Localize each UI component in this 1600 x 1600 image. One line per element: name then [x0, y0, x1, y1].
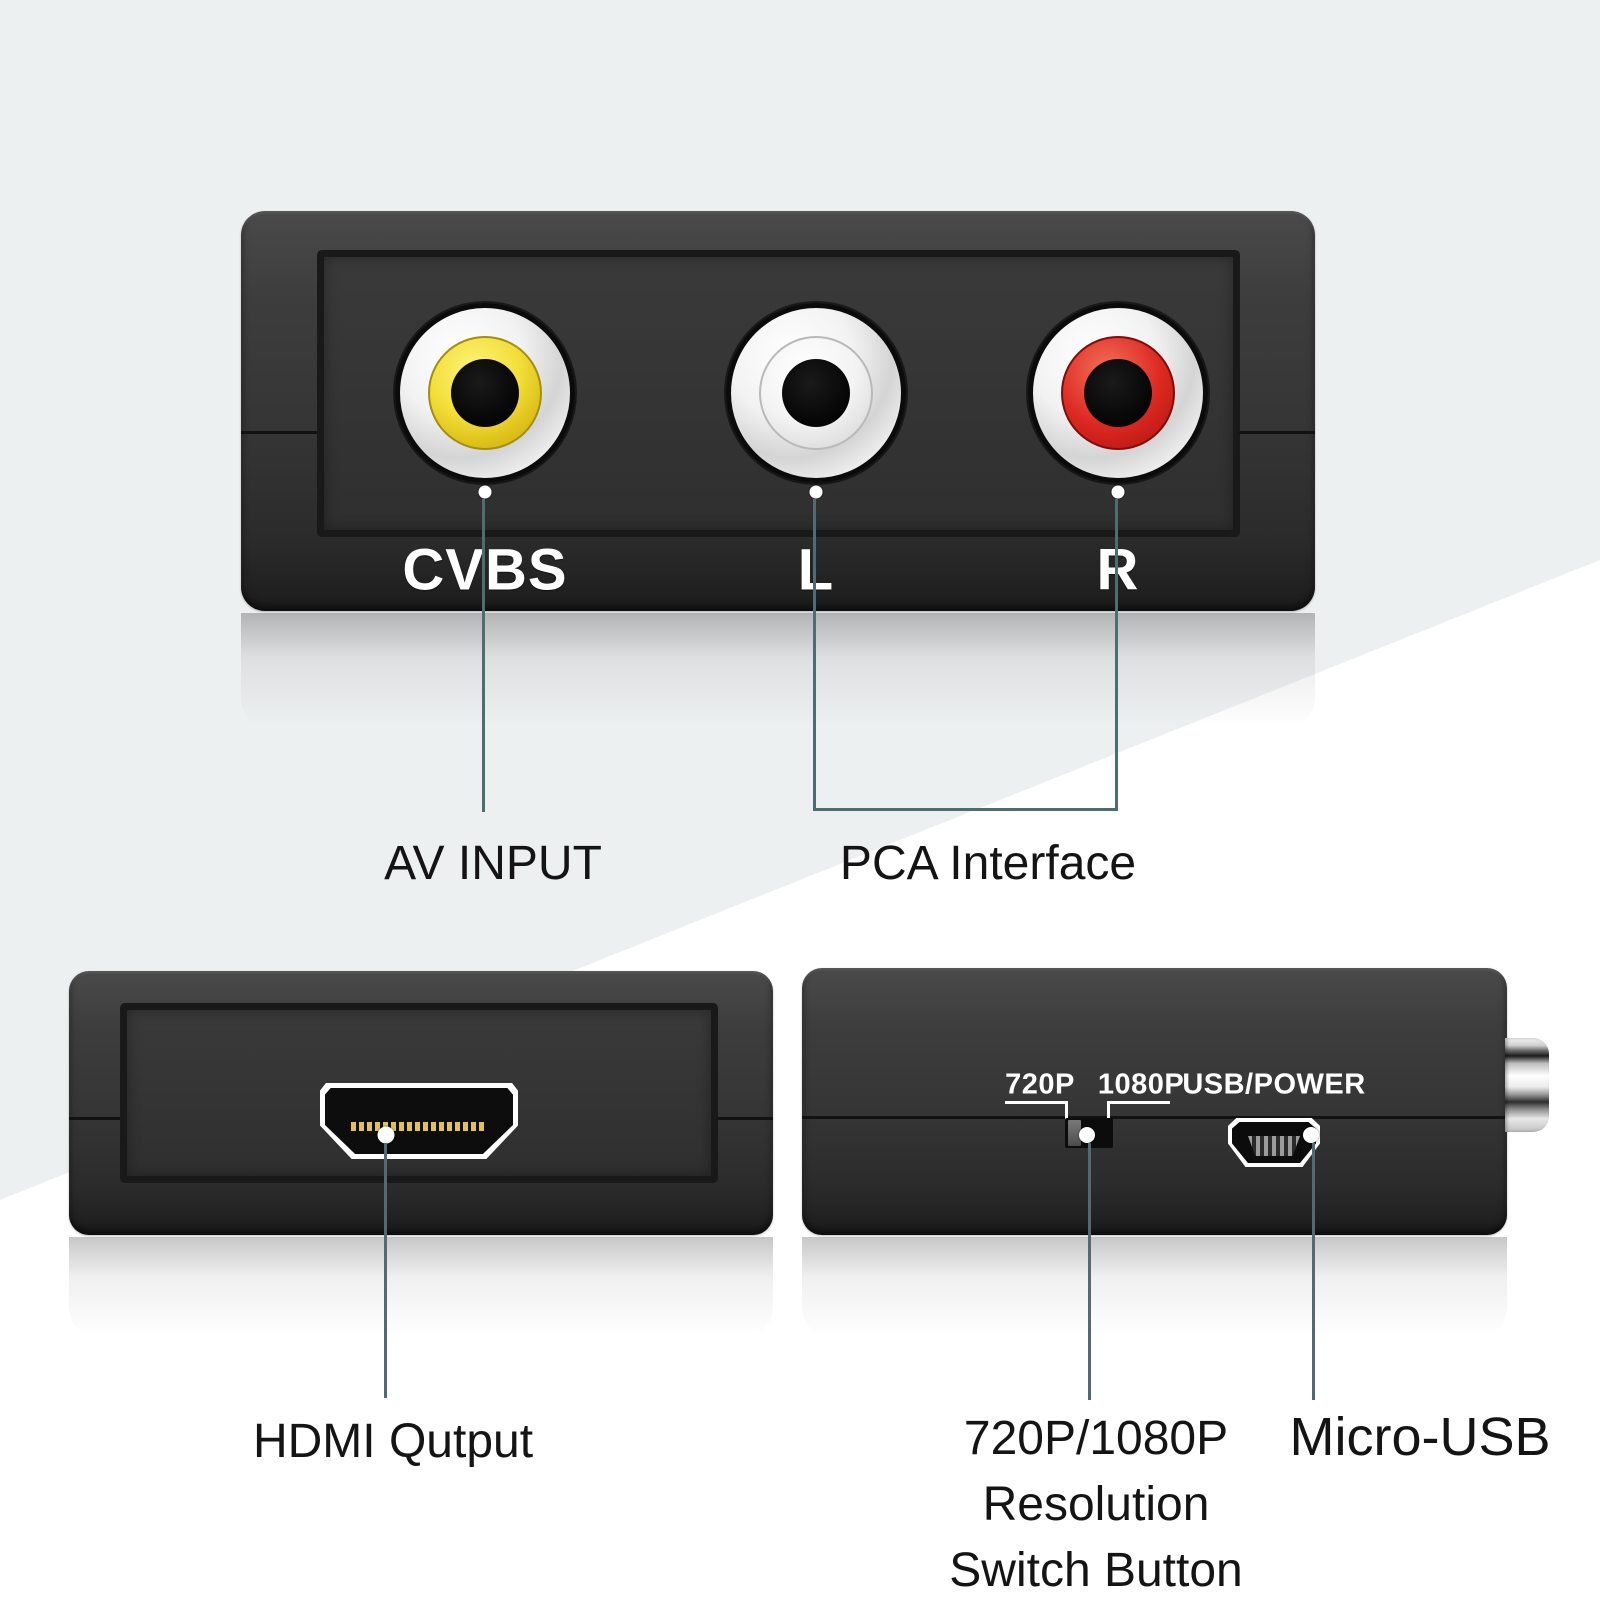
case-seam-left — [241, 431, 317, 434]
left-audio-callout-line — [813, 499, 816, 811]
1080p-underline — [1107, 1101, 1170, 1104]
hdmi-port — [320, 1083, 518, 1159]
mini-usb-cavity — [1232, 1122, 1316, 1163]
cvbs-callout-line — [482, 499, 485, 812]
cvbs-rca-jack — [395, 303, 575, 483]
pca-bracket-line — [813, 808, 1118, 811]
switch-1080p-label: 1080P — [1097, 1068, 1185, 1101]
resolution-switch-label-line1: 720P/1080P — [963, 1412, 1229, 1465]
av-input-label: AV INPUT — [384, 837, 602, 890]
usb-callout-line — [1312, 1143, 1315, 1400]
pca-interface-label: PCA Interface — [839, 837, 1137, 890]
case-seam-right — [1239, 431, 1315, 434]
cvbs-jack-hole — [451, 359, 519, 427]
resolution-switch-knob — [1068, 1120, 1081, 1146]
side-rca-plug — [1505, 1038, 1549, 1132]
right-audio-rca-jack — [1028, 303, 1208, 483]
right-audio-jack-hole — [1084, 359, 1152, 427]
right-audio-callout-dot — [1111, 485, 1125, 499]
hdmi-callout-dot — [377, 1126, 395, 1144]
mini-usb-port — [1228, 1118, 1320, 1167]
switch-callout-line — [1088, 1143, 1091, 1400]
right-audio-port-label: R — [1096, 537, 1140, 603]
bottom-left-reflection — [69, 1237, 773, 1337]
resolution-switch-label-line2: Resolution — [982, 1478, 1210, 1531]
mini-usb-pins — [1248, 1136, 1300, 1156]
1080p-pointer — [1107, 1101, 1110, 1120]
left-audio-jack-hole — [782, 359, 850, 427]
hdmi-output-device — [69, 971, 773, 1235]
case-seam-right — [718, 1117, 773, 1120]
hdmi-pins — [351, 1122, 487, 1131]
top-device-reflection — [241, 613, 1315, 728]
720p-underline — [1005, 1101, 1068, 1104]
case-seam-left — [69, 1117, 120, 1120]
bottom-right-reflection — [802, 1237, 1507, 1337]
hdmi-port-cavity — [325, 1088, 513, 1154]
cvbs-callout-dot — [478, 485, 492, 499]
hdmi-output-label: HDMI Qutput — [252, 1415, 534, 1468]
av-input-device: CVBS L R — [241, 211, 1315, 611]
usb-callout-dot — [1303, 1127, 1319, 1143]
hdmi-callout-line — [384, 1143, 387, 1398]
720p-pointer — [1065, 1101, 1068, 1120]
left-audio-port-label: L — [797, 537, 835, 603]
micro-usb-label: Micro-USB — [1289, 1407, 1551, 1467]
resolution-switch-label-line3: Switch Button — [949, 1544, 1243, 1597]
left-audio-rca-jack — [726, 303, 906, 483]
case-seam-full — [802, 1116, 1507, 1119]
left-audio-callout-dot — [809, 485, 823, 499]
usb-power-label: USB/POWER — [1182, 1068, 1366, 1101]
switch-callout-dot — [1079, 1127, 1095, 1143]
switch-720p-label: 720P — [1005, 1068, 1075, 1101]
right-audio-callout-line — [1115, 499, 1118, 811]
power-switch-device: 720P 1080P USB/POWER — [802, 968, 1549, 1235]
cvbs-port-label: CVBS — [402, 537, 568, 603]
resolution-switch-label: 720P/1080P Resolution Switch Button — [949, 1406, 1242, 1600]
